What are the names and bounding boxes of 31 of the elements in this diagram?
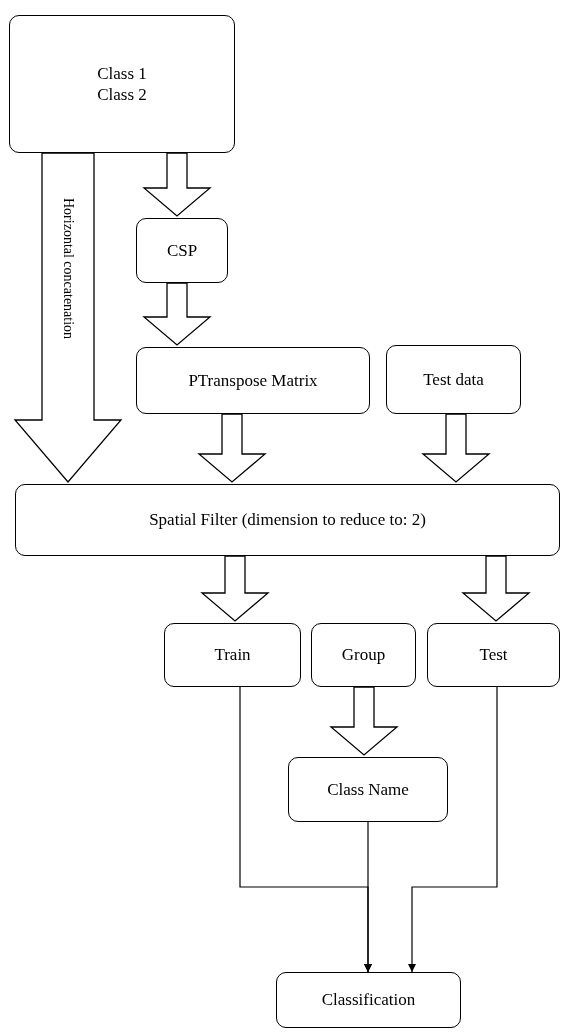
arrow bbox=[364, 821, 372, 973]
process-box bbox=[311, 623, 416, 687]
box-text: Class 2 bbox=[97, 84, 147, 106]
process-box bbox=[427, 623, 560, 687]
box-text: Classification bbox=[321, 989, 416, 1011]
block-arrow bbox=[13, 152, 123, 483]
block-arrow bbox=[197, 413, 267, 483]
box-text: Test data bbox=[423, 368, 484, 391]
box-text: Spatial Filter (dimension to reduce to: 2) bbox=[149, 509, 426, 531]
box-text: PTranspose Matrix bbox=[188, 369, 318, 392]
process-box bbox=[136, 218, 228, 283]
process-box bbox=[276, 972, 461, 1028]
box-text: CSP bbox=[166, 239, 198, 262]
arrow bbox=[408, 686, 498, 973]
block-arrow bbox=[329, 686, 399, 756]
process-box bbox=[15, 484, 560, 556]
box-text: Test bbox=[479, 644, 508, 666]
block-arrow bbox=[200, 555, 270, 622]
block-arrow bbox=[421, 413, 491, 483]
process-box bbox=[288, 757, 448, 822]
process-box bbox=[136, 347, 370, 414]
process-box bbox=[164, 623, 301, 687]
block-arrow bbox=[142, 152, 212, 217]
block-arrow bbox=[142, 282, 212, 346]
box-text: Class Name bbox=[327, 778, 409, 801]
box-text: Class 1 bbox=[97, 62, 147, 84]
box-text: Group bbox=[341, 644, 386, 666]
process-box bbox=[9, 15, 235, 153]
process-box bbox=[386, 345, 521, 414]
box-text: Train bbox=[214, 644, 251, 666]
block-arrow bbox=[461, 555, 531, 622]
